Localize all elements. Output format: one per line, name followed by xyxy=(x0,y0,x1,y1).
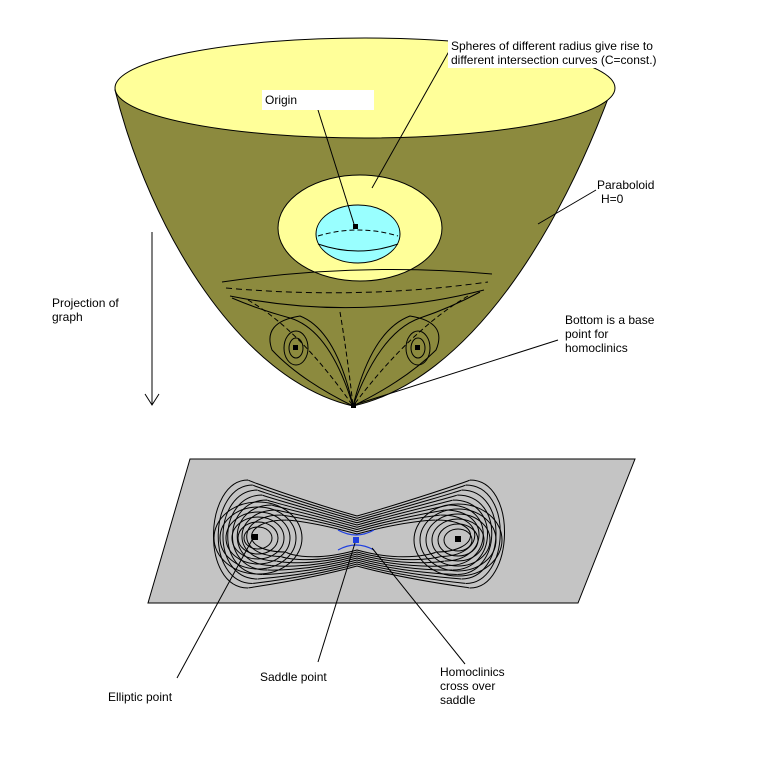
spheres-label-line1: Spheres of different radius give rise to xyxy=(451,39,653,53)
leader-origin xyxy=(317,109,355,225)
paraboloid-band-dashed xyxy=(225,281,489,294)
contour-outer-2 xyxy=(222,489,497,580)
contour-left-orbit-0 xyxy=(213,501,303,575)
phase-plane xyxy=(147,458,636,604)
bottom-label-line2: point for xyxy=(565,327,609,341)
homoclinics-label-line3: saddle xyxy=(440,693,476,707)
paraboloid-band-upper xyxy=(221,269,493,283)
contour-outer-6 xyxy=(241,509,480,564)
surface-orbit-left-inner xyxy=(288,337,304,359)
spheres-label: Spheres of different radius give rise to… xyxy=(448,38,660,68)
sphere-equator-front xyxy=(317,243,399,252)
homoclinic-center-dashed xyxy=(339,311,354,407)
projection-label-line2: graph xyxy=(52,310,83,324)
projection-label-line1: Projection of xyxy=(52,296,119,310)
paraboloid-label: Paraboloid H=0 xyxy=(597,178,654,206)
leader-spheres xyxy=(371,45,453,189)
contour-outer-8 xyxy=(251,519,471,558)
plane-elliptic-point-left xyxy=(252,534,258,540)
contour-outer-7 xyxy=(246,514,476,561)
leader-homoclinics xyxy=(371,547,466,665)
leader-saddle xyxy=(317,542,356,663)
bottom-label-line3: homoclinics xyxy=(565,341,628,355)
paraboloid-label-line2: H=0 xyxy=(601,192,624,206)
elliptic-label-text: Elliptic point xyxy=(108,690,173,704)
contour-outer-4 xyxy=(232,499,488,571)
saddle-label-text: Saddle point xyxy=(260,670,327,684)
contour-right-orbit-0 xyxy=(413,503,503,577)
origin-label-text: Origin xyxy=(265,93,298,107)
contour-right-orbit-1 xyxy=(419,508,497,572)
elliptic-label: Elliptic point xyxy=(108,690,172,704)
spheres-label-line2: different intersection curves (C=const.) xyxy=(451,53,657,67)
leader-elliptic xyxy=(176,539,253,679)
contour-right-lobes xyxy=(413,503,503,577)
homoclinics-label: Homoclinics cross over saddle xyxy=(440,665,505,707)
sphere-equator-back xyxy=(317,229,399,237)
homoclinic-right-dashed xyxy=(352,295,469,407)
contour-left-orbit-2 xyxy=(225,511,291,565)
surface-orbit-right-inner xyxy=(410,337,426,359)
homoclinic-left-outer xyxy=(231,297,354,407)
bottom-base-point xyxy=(351,403,356,408)
contour-left-orbit-1 xyxy=(219,506,297,570)
contour-outer-3 xyxy=(227,494,493,575)
paraboloid-band-lower xyxy=(229,289,485,309)
contour-left-orbit-3 xyxy=(231,516,285,560)
surface-elliptic-point-left xyxy=(293,345,298,350)
homoclinic-left-loop xyxy=(269,315,354,407)
origin-point xyxy=(353,224,358,229)
paraboloid-label-line1: Paraboloid xyxy=(597,178,655,192)
contour-right-orbit-4 xyxy=(437,523,479,557)
projection-label: Projection of graph xyxy=(52,296,119,324)
contour-outer-0 xyxy=(213,479,505,589)
contour-right-orbit-5 xyxy=(443,528,473,552)
homoclinic-right-loop xyxy=(352,315,440,407)
contour-right-orbit-2 xyxy=(425,513,491,567)
contour-left-lobes xyxy=(213,501,303,575)
homoclinics-label-line2: cross over xyxy=(440,679,496,693)
contour-right-orbit-3 xyxy=(431,518,485,562)
homoclinic-left-dashed xyxy=(247,299,354,407)
leader-paraboloid xyxy=(537,189,597,225)
saddle-label: Saddle point xyxy=(260,670,327,684)
origin-label: Origin xyxy=(262,90,374,110)
surface-orbit-right-outer xyxy=(405,330,431,366)
plane-elliptic-point-right xyxy=(455,536,461,542)
contour-left-orbit-5 xyxy=(243,526,273,550)
contour-left-orbit-4 xyxy=(237,521,279,555)
saddle-separatrix xyxy=(337,529,375,551)
bottom-label-line1: Bottom is a base xyxy=(565,313,655,327)
projection-arrow-head xyxy=(144,393,160,406)
surface-orbit-left-outer xyxy=(283,330,309,366)
sphere xyxy=(315,204,401,264)
homoclinics-label-line1: Homoclinics xyxy=(440,665,505,679)
surface-elliptic-point-right xyxy=(415,345,420,350)
bottom-label: Bottom is a base point for homoclinics xyxy=(565,313,654,355)
saddle-point-marker xyxy=(353,537,359,543)
leader-bottom xyxy=(356,339,559,405)
contour-outer-1 xyxy=(217,484,501,584)
